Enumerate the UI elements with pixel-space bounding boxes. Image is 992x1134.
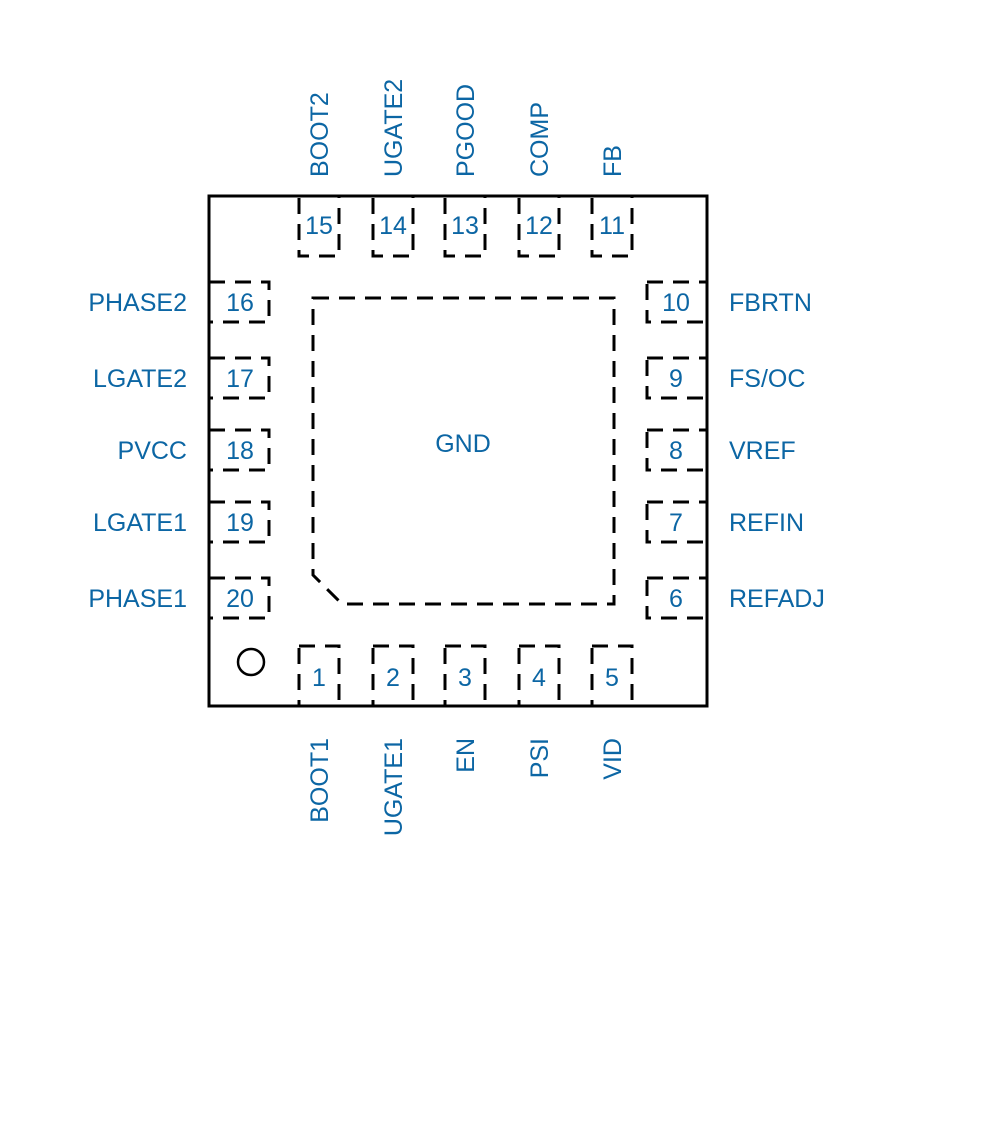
pin-19-number: 19: [226, 509, 254, 537]
pin-11-fb: 11 FB: [590, 145, 634, 258]
pin-4-name: PSI: [526, 738, 554, 778]
pin-20-name: PHASE1: [88, 585, 187, 613]
pin-3-number: 3: [458, 664, 472, 692]
pin-10-pad: [645, 280, 709, 324]
pin-11-number: 11: [599, 212, 625, 240]
pin-7-name: REFIN: [729, 509, 804, 537]
pin-9-name: FS/OC: [729, 365, 805, 393]
pin-14-pad: [371, 194, 415, 258]
pin-14-ugate2: 14 UGATE2: [371, 79, 415, 258]
pin-10-number: 10: [662, 289, 690, 317]
pin-20-pad: [207, 576, 271, 620]
pin-14-name: UGATE2: [380, 79, 408, 177]
pin-7-refin: 7 REFIN: [645, 500, 804, 544]
pin-2-pad: [371, 644, 415, 708]
pin-16-pad: [207, 280, 271, 324]
pin-15-pad: [297, 194, 341, 258]
pin-9-number: 9: [669, 365, 683, 393]
pin-9-pad: [645, 356, 709, 400]
right-pin-row: 6 REFADJ 7 REFIN 8 VREF 9 FS/OC 10 FBRTN: [645, 280, 825, 620]
pin-18-pad: [207, 428, 271, 472]
pin-18-name: PVCC: [118, 437, 187, 465]
pin-1-name: BOOT1: [306, 738, 334, 823]
pin-20-phase1: 20 PHASE1: [88, 576, 271, 620]
pin-15-number: 15: [305, 212, 333, 240]
pin-1-number: 1: [312, 664, 326, 692]
pin-18-pvcc: 18 PVCC: [118, 428, 271, 472]
pin-16-phase2: 16 PHASE2: [88, 280, 271, 324]
top-pin-row: 11 FB 12 COMP 13 PGOOD 14 UGATE2 15 BOOT2: [297, 79, 634, 258]
pin-14-number: 14: [379, 212, 407, 240]
pin-6-name: REFADJ: [729, 585, 825, 613]
pin-4-number: 4: [532, 664, 546, 692]
exposed-pad-label: GND: [435, 430, 491, 458]
pin-6-refadj: 6 REFADJ: [645, 576, 825, 620]
pin-13-name: PGOOD: [452, 84, 480, 177]
pin-4-pad: [517, 644, 561, 708]
pin-16-number: 16: [226, 289, 254, 317]
pin-7-pad: [645, 500, 709, 544]
pin-2-number: 2: [386, 664, 400, 692]
pin-12-name: COMP: [526, 102, 554, 177]
pin-20-number: 20: [226, 585, 254, 613]
pin-17-name: LGATE2: [93, 365, 187, 393]
pin-19-pad: [207, 500, 271, 544]
pin-8-number: 8: [669, 437, 683, 465]
pin-17-lgate2: 17 LGATE2: [93, 356, 271, 400]
pin-10-name: FBRTN: [729, 289, 812, 317]
pin-10-fbrtn: 10 FBRTN: [645, 280, 812, 324]
pin-15-boot2: 15 BOOT2: [297, 92, 341, 258]
pin-19-lgate1: 19 LGATE1: [93, 500, 271, 544]
pin-3-en: 3EN: [443, 644, 487, 773]
pin-8-name: VREF: [729, 437, 796, 465]
pin-18-number: 18: [226, 437, 254, 465]
pin-11-pad: [590, 194, 634, 258]
left-pin-row: 16 PHASE2 17 LGATE2 18 PVCC 19 LGATE1 20 PHASE1: [88, 280, 271, 620]
pin-3-name: EN: [452, 738, 480, 773]
pin-15-name: BOOT2: [306, 92, 334, 177]
pin-5-number: 5: [605, 664, 619, 692]
pin-1-indicator: [236, 647, 266, 677]
pin-7-number: 7: [669, 509, 683, 537]
pin-12-number: 12: [525, 212, 553, 240]
exposed-pad: [311, 296, 616, 606]
pin-2-name: UGATE1: [380, 738, 408, 836]
pin-3-pad: [443, 644, 487, 708]
pin-17-number: 17: [226, 365, 254, 393]
pin-1-pad: [297, 644, 341, 708]
pin-19-name: LGATE1: [93, 509, 187, 537]
pin-5-pad: [590, 644, 634, 708]
pin-6-number: 6: [669, 585, 683, 613]
pin-12-comp: 12 COMP: [517, 102, 561, 258]
pin-8-vref: 8 VREF: [645, 428, 796, 472]
pin-8-pad: [645, 428, 709, 472]
pin-13-number: 13: [451, 212, 479, 240]
pin-16-name: PHASE2: [88, 289, 187, 317]
pin-13-pad: [443, 194, 487, 258]
pin-11-name: FB: [599, 145, 627, 177]
pin-17-pad: [207, 356, 271, 400]
pin-12-pad: [517, 194, 561, 258]
pin-6-pad: [645, 576, 709, 620]
pin-13-pgood: 13 PGOOD: [443, 84, 487, 258]
pin-5-name: VID: [599, 738, 627, 780]
pin-9-fs-oc: 9 FS/OC: [645, 356, 805, 400]
